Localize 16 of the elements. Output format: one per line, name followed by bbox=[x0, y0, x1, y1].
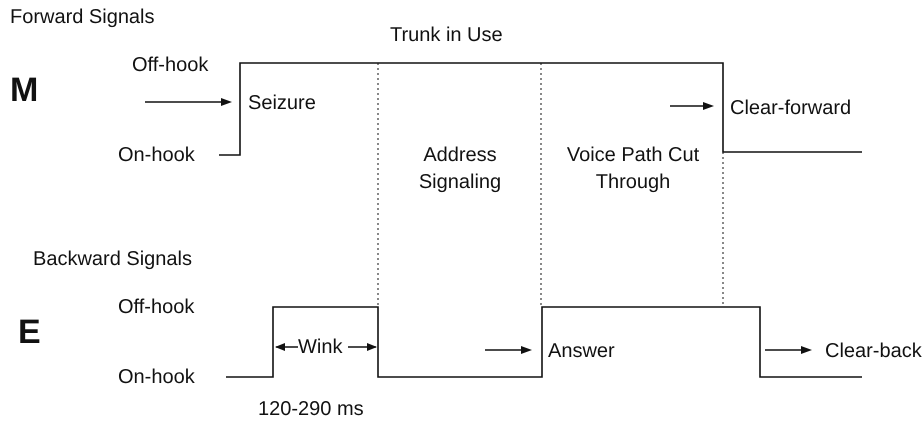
label-text: On-hook bbox=[118, 143, 195, 168]
label-text: Voice Path Cut Through bbox=[566, 143, 700, 195]
signal-lead-name: E bbox=[18, 312, 41, 353]
label-text: Off-hook bbox=[132, 53, 208, 78]
label-text: Off-hook bbox=[118, 295, 194, 320]
signal-lead-name: M bbox=[10, 70, 38, 111]
label-text: Forward Signals bbox=[10, 5, 155, 30]
label-text: Address Signaling bbox=[418, 143, 502, 195]
label-text: Backward Signals bbox=[33, 247, 192, 272]
label-text: Clear-back bbox=[825, 339, 922, 364]
label-text: Answer bbox=[548, 339, 615, 364]
label-text: 120-290 ms bbox=[258, 397, 364, 422]
label-text: Trunk in Use bbox=[390, 23, 503, 48]
label-text: Seizure bbox=[248, 91, 316, 116]
label-text: On-hook bbox=[118, 365, 195, 390]
label-text: Clear-forward bbox=[730, 96, 852, 121]
